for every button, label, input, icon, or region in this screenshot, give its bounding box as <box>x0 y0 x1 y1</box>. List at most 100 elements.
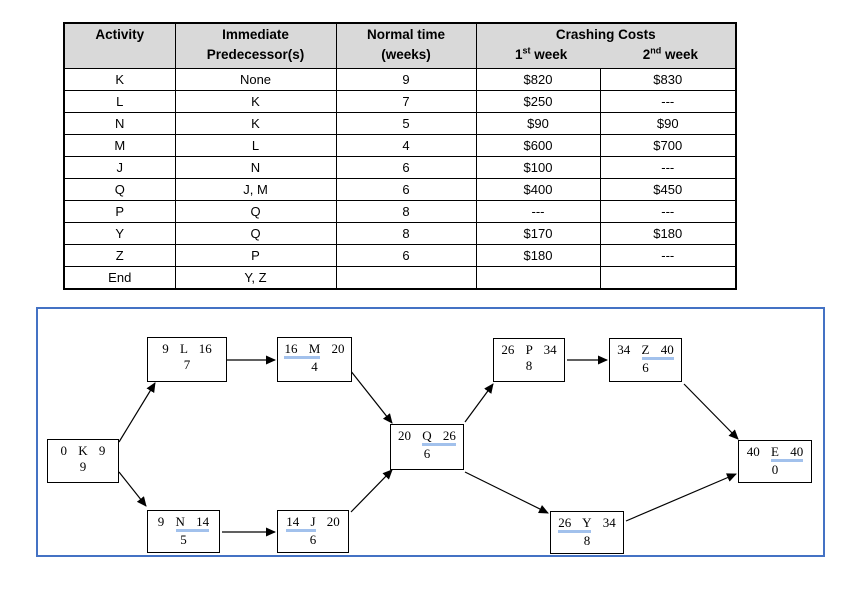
underlined-segment: N 14 <box>175 515 210 532</box>
cell-predecessors: Q <box>174 200 337 223</box>
cell-normal-time: 8 <box>335 200 477 223</box>
node-duration: 0 <box>771 462 779 477</box>
cell-normal-time <box>335 266 477 290</box>
cell-crash-week2: $90 <box>599 112 737 135</box>
cell-activity: P <box>63 200 176 223</box>
cell-crash-week1: $90 <box>475 112 601 135</box>
header-line: (weeks) <box>381 46 431 62</box>
cell-predecessors: K <box>174 90 337 113</box>
node-times: 26 P 34 <box>494 339 564 358</box>
col-header-normal-time: Normal time (weeks) <box>335 22 477 69</box>
underlined-segment: Q 26 <box>422 429 456 446</box>
cell-predecessors: J, M <box>174 178 337 201</box>
segment: 20 <box>331 341 345 356</box>
cell-crash-week1: $250 <box>475 90 601 113</box>
node-times: 16 M 20 <box>278 338 351 359</box>
cell-crash-week2 <box>599 266 737 290</box>
edge-M-to-Q <box>349 369 393 424</box>
cell-crash-week1 <box>475 266 601 290</box>
table-header-row: Activity Immediate Predecessor(s) Normal… <box>63 22 737 69</box>
cell-activity: N <box>63 112 176 135</box>
node-times: 0 K 9 <box>48 440 118 459</box>
node-times: 40 E 40 <box>739 441 811 462</box>
cell-crash-week2: $830 <box>599 68 737 91</box>
col-header-week1: 1st week <box>514 45 568 62</box>
cell-crash-week1: $600 <box>475 134 601 157</box>
cell-crash-week1: --- <box>475 200 601 223</box>
cell-activity: L <box>63 90 176 113</box>
underlined-segment: 26 Y <box>558 516 592 533</box>
col-header-activity: Activity <box>63 22 176 69</box>
underlined-segment: 16 M <box>284 342 321 359</box>
cell-activity: End <box>63 266 176 290</box>
segment: 34 <box>602 515 616 530</box>
underlined-segment: E 40 <box>771 445 804 462</box>
edge-Z-to-E <box>683 383 739 440</box>
node-J: 14 J 20 6 <box>277 510 349 553</box>
node-duration: 5 <box>180 532 187 547</box>
cell-normal-time: 7 <box>335 90 477 113</box>
node-duration: 6 <box>642 360 649 375</box>
edge-J-to-Q <box>350 469 393 513</box>
cell-crash-week2: $700 <box>599 134 737 157</box>
col-header-immediate-predecessors: Immediate Predecessor(s) <box>174 22 337 69</box>
cell-crash-week2: --- <box>599 156 737 179</box>
cell-crash-week2: --- <box>599 200 737 223</box>
cell-activity: Y <box>63 222 176 245</box>
segment: 9 L 16 <box>162 341 212 356</box>
col-header-week2: 2nd week <box>642 45 699 62</box>
segment: 20 <box>326 514 340 529</box>
node-times: 20 Q 26 <box>391 425 463 446</box>
segment: 0 K 9 <box>60 443 106 458</box>
cell-normal-time: 8 <box>335 222 477 245</box>
underlined-segment: 14 J <box>286 515 316 532</box>
segment: 26 P 34 <box>501 342 557 357</box>
week-subheaders: 1st week 2nd week <box>477 45 735 65</box>
cell-predecessors: Y, Z <box>174 266 337 290</box>
node-duration: 6 <box>423 446 431 461</box>
header-line: Crashing Costs <box>555 27 656 42</box>
node-times: 34 Z 40 <box>610 339 681 360</box>
header-line: Activity <box>95 27 145 42</box>
node-duration: 8 <box>525 358 533 373</box>
cell-predecessors: K <box>174 112 337 135</box>
cell-crash-week2: $450 <box>599 178 737 201</box>
node-duration: 6 <box>309 532 317 547</box>
cell-crash-week1: $100 <box>475 156 601 179</box>
cell-normal-time: 5 <box>335 112 477 135</box>
cell-crash-week1: $170 <box>475 222 601 245</box>
cell-crash-week2: --- <box>599 90 737 113</box>
cell-activity: M <box>63 134 176 157</box>
header-line: Immediate <box>222 27 289 42</box>
node-duration: 7 <box>183 357 191 372</box>
segment: 9 <box>157 514 165 529</box>
node-times: 26 Y 34 <box>551 512 623 533</box>
col-header-crashing-costs: Crashing Costs 1st week 2nd week <box>475 22 737 69</box>
cell-predecessors: L <box>174 134 337 157</box>
edge-K-to-N <box>118 471 147 507</box>
cell-activity: Z <box>63 244 176 267</box>
node-duration: 4 <box>311 359 318 374</box>
edge-Q-to-P <box>464 383 494 423</box>
cell-activity: K <box>63 68 176 91</box>
segment: 40 <box>746 444 760 459</box>
node-duration: 9 <box>79 459 87 474</box>
cell-crash-week2: $180 <box>599 222 737 245</box>
cell-normal-time: 9 <box>335 68 477 91</box>
